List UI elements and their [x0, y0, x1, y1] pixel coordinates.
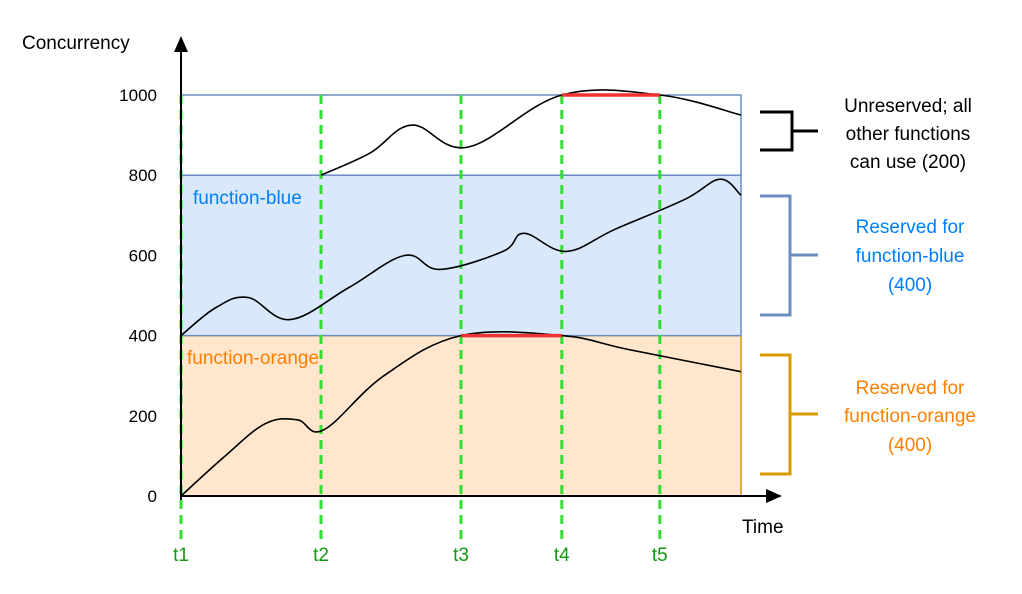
y-tick-0: 0 — [148, 487, 157, 506]
bracket-blue-shape — [760, 194, 818, 317]
y-tick-800: 800 — [129, 166, 157, 185]
region-label-function-orange: function-orange — [187, 348, 319, 369]
y-tick-1000: 1000 — [119, 86, 157, 105]
bracket-orange-line-1: Reserved for — [856, 378, 965, 399]
time-label-t3: t3 — [453, 545, 469, 566]
series-line-function-blue — [180, 178, 742, 337]
y-tick-labels: 0 200 400 600 800 1000 — [119, 86, 157, 506]
bracket-function-blue: Reserved for function-blue (400) — [760, 194, 965, 317]
bracket-blue-line-2: function-blue — [856, 246, 965, 267]
concurrency-lines — [180, 89, 742, 497]
bracket-unreserved-line-3: can use (200) — [850, 152, 966, 173]
region-label-function-blue: function-blue — [193, 188, 302, 209]
series-line-unreserved — [320, 89, 742, 176]
bracket-unreserved-line-1: Unreserved; all — [844, 96, 972, 117]
bracket-unreserved-line-2: other functions — [846, 124, 971, 145]
y-axis-arrow-icon — [174, 36, 188, 52]
bracket-orange-shape — [760, 353, 818, 476]
time-marker-labels: t1 t2 t3 t4 t5 — [173, 545, 668, 566]
time-label-t5: t5 — [652, 545, 668, 566]
bracket-orange-line-3: (400) — [888, 435, 932, 456]
series-line-function-orange — [180, 330, 742, 497]
bracket-blue-line-3: (400) — [888, 275, 932, 296]
axes: Concurrency Time — [22, 33, 784, 538]
x-axis-arrow-icon — [766, 489, 782, 503]
bracket-orange-line-2: function-orange — [844, 406, 976, 427]
time-label-t4: t4 — [554, 545, 570, 566]
bracket-function-orange: Reserved for function-orange (400) — [760, 353, 976, 476]
y-tick-200: 200 — [129, 407, 157, 426]
bracket-unreserved: Unreserved; all other functions can use … — [760, 96, 972, 173]
x-axis-title: Time — [742, 517, 784, 538]
time-label-t2: t2 — [313, 545, 329, 566]
y-tick-600: 600 — [129, 246, 157, 265]
y-axis-title: Concurrency — [22, 33, 130, 54]
time-label-t1: t1 — [173, 545, 189, 566]
bracket-blue-line-1: Reserved for — [856, 217, 965, 238]
bracket-unreserved-shape — [760, 110, 818, 152]
y-tick-400: 400 — [129, 327, 157, 346]
